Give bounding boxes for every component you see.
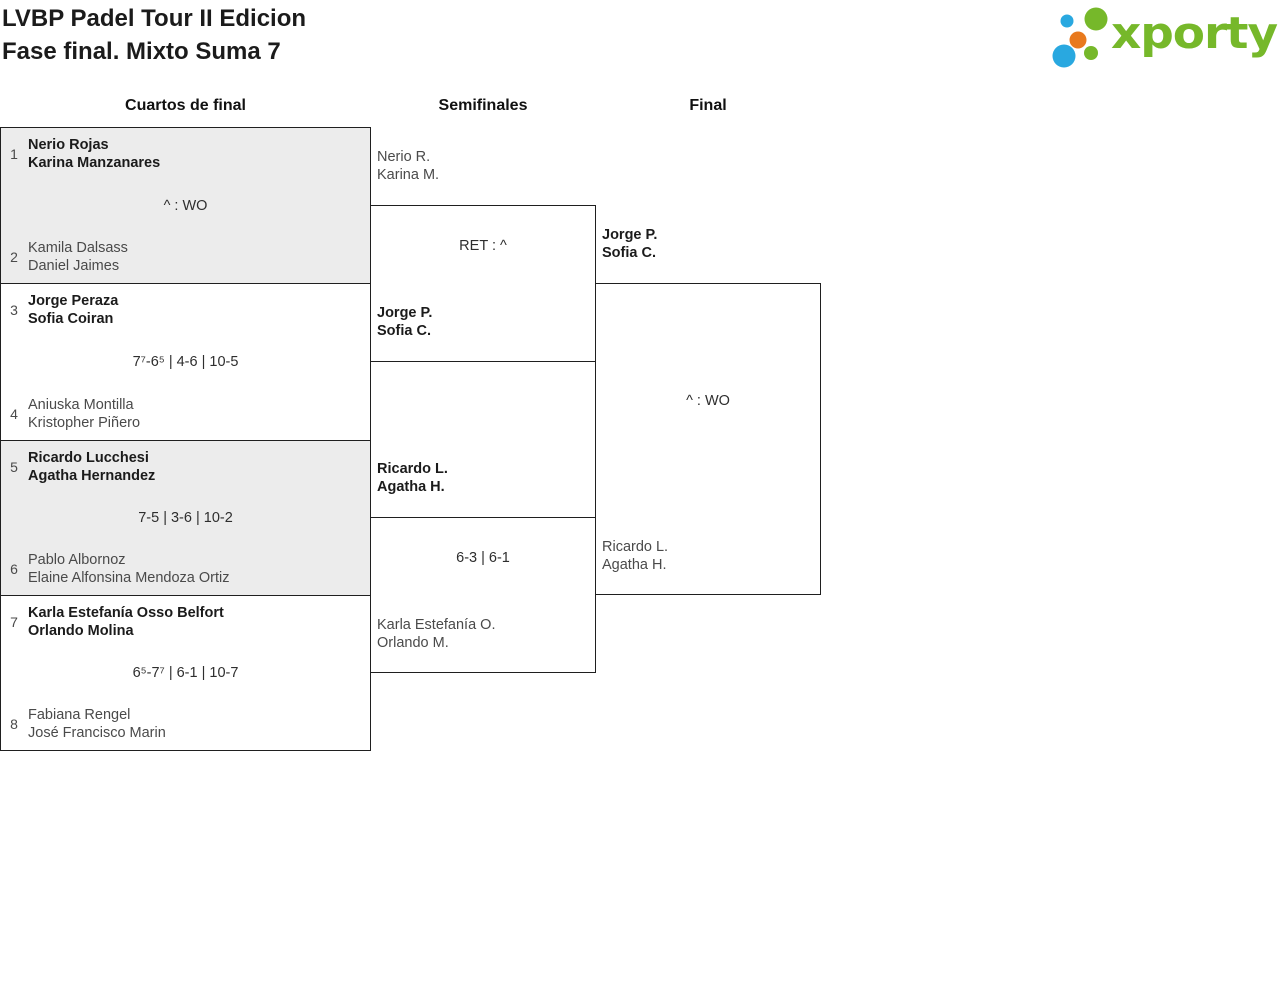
player-name: Jorge Peraza: [28, 293, 119, 309]
player-name: Karla Estefanía Osso Belfort: [28, 605, 224, 621]
player-name: Karina M.: [377, 167, 440, 183]
match-score: ^ : WO: [163, 197, 208, 214]
player-name: Nerio R.: [377, 149, 431, 165]
player-name: Kamila Dalsass: [28, 240, 128, 256]
player-name: Orlando Molina: [28, 623, 134, 639]
advancing-team: Karla Estefanía O. Orlando M.: [377, 616, 495, 652]
player-name: Karla Estefanía O.: [377, 617, 496, 633]
match-final[interactable]: ^ : WO: [595, 283, 821, 595]
seed-number: 8: [10, 716, 18, 732]
match-score: ^ : WO: [686, 393, 730, 409]
match-score: 7⁷-6⁵ | 4-6 | 10-5: [132, 354, 239, 370]
seed-number: 4: [10, 406, 18, 422]
logo-dot-icon: [1084, 7, 1108, 31]
xporty-logo[interactable]: xporty: [1045, 0, 1280, 72]
tournament-name: LVBP Padel Tour II Edicion: [2, 5, 307, 32]
player-name: Nerio Rojas: [28, 137, 109, 153]
page-title: LVBP Padel Tour II Edicion Fase final. M…: [2, 2, 306, 68]
team-top: Karla Estefanía Osso Belfort Orlando Mol…: [28, 604, 364, 640]
player-name: Fabiana Rengel: [28, 707, 131, 723]
team-bottom: Fabiana Rengel José Francisco Marin: [28, 706, 364, 742]
player-name: Agatha H.: [602, 557, 667, 573]
logo-dot-icon: [1084, 46, 1098, 60]
player-name: Sofia Coiran: [28, 311, 114, 327]
player-name: Jorge P.: [602, 227, 658, 243]
match-score: 7-5 | 3-6 | 10-2: [138, 510, 233, 526]
player-name: Aniuska Montilla: [28, 397, 134, 413]
team-top: Ricardo Lucchesi Agatha Hernandez: [28, 449, 364, 485]
seed-number: 5: [10, 459, 18, 475]
match-semifinal-2[interactable]: 6-3 | 6-1: [370, 517, 596, 673]
player-name: Elaine Alfonsina Mendoza Ortiz: [28, 570, 230, 586]
match-quarterfinal-3[interactable]: 5 Ricardo Lucchesi Agatha Hernandez 7-5 …: [0, 440, 371, 596]
advancing-team: Jorge P. Sofia C.: [602, 226, 657, 262]
player-name: Ricardo Lucchesi: [28, 450, 149, 466]
seed-number: 2: [10, 249, 18, 265]
match-quarterfinal-4[interactable]: 7 Karla Estefanía Osso Belfort Orlando M…: [0, 595, 371, 751]
logo-dot-icon: [1069, 31, 1087, 49]
player-name: José Francisco Marin: [28, 725, 166, 741]
player-name: Agatha H.: [377, 479, 445, 495]
seed-number: 1: [10, 146, 18, 162]
seed-number: 6: [10, 561, 18, 577]
player-name: Daniel Jaimes: [28, 258, 120, 274]
logo-wordmark: xporty: [1111, 8, 1277, 59]
seed-number: 7: [10, 614, 18, 630]
team-bottom: Kamila Dalsass Daniel Jaimes: [28, 239, 364, 275]
round-header-final: Final: [689, 97, 727, 114]
advancing-team: Jorge P. Sofia C.: [377, 304, 432, 340]
player-name: Ricardo L.: [602, 539, 669, 555]
player-name: Sofia C.: [377, 323, 431, 339]
team-bottom: Aniuska Montilla Kristopher Piñero: [28, 396, 364, 432]
seed-number: 3: [10, 302, 18, 318]
player-name: Kristopher Piñero: [28, 415, 141, 431]
player-name: Karina Manzanares: [28, 155, 161, 171]
advancing-team: Nerio R. Karina M.: [377, 148, 439, 184]
player-name: Sofia C.: [602, 245, 656, 261]
match-score: 6-3 | 6-1: [456, 550, 510, 566]
phase-name: Fase final. Mixto Suma 7: [2, 38, 281, 65]
logo-dot-icon: [1052, 44, 1076, 68]
team-bottom: Pablo Albornoz Elaine Alfonsina Mendoza …: [28, 551, 364, 587]
advancing-team: Ricardo L. Agatha H.: [377, 460, 448, 496]
match-quarterfinal-2[interactable]: 3 Jorge Peraza Sofia Coiran 7⁷-6⁵ | 4-6 …: [0, 283, 371, 441]
player-name: Pablo Albornoz: [28, 552, 126, 568]
player-name: Ricardo L.: [377, 461, 448, 477]
logo-dot-icon: [1060, 14, 1074, 28]
player-name: Orlando M.: [377, 635, 449, 651]
match-score: 6⁵-7⁷ | 6-1 | 10-7: [132, 665, 239, 681]
team-top: Nerio Rojas Karina Manzanares: [28, 136, 364, 172]
advancing-team: Ricardo L. Agatha H.: [602, 538, 668, 574]
round-header-cuartos: Cuartos de final: [125, 97, 246, 114]
match-quarterfinal-1[interactable]: 1 Nerio Rojas Karina Manzanares ^ : WO 2…: [0, 127, 371, 284]
match-score: RET : ^: [459, 238, 507, 254]
round-header-semifinales: Semifinales: [438, 97, 528, 114]
player-name: Jorge P.: [377, 305, 433, 321]
team-top: Jorge Peraza Sofia Coiran: [28, 292, 364, 328]
player-name: Agatha Hernandez: [28, 468, 156, 484]
